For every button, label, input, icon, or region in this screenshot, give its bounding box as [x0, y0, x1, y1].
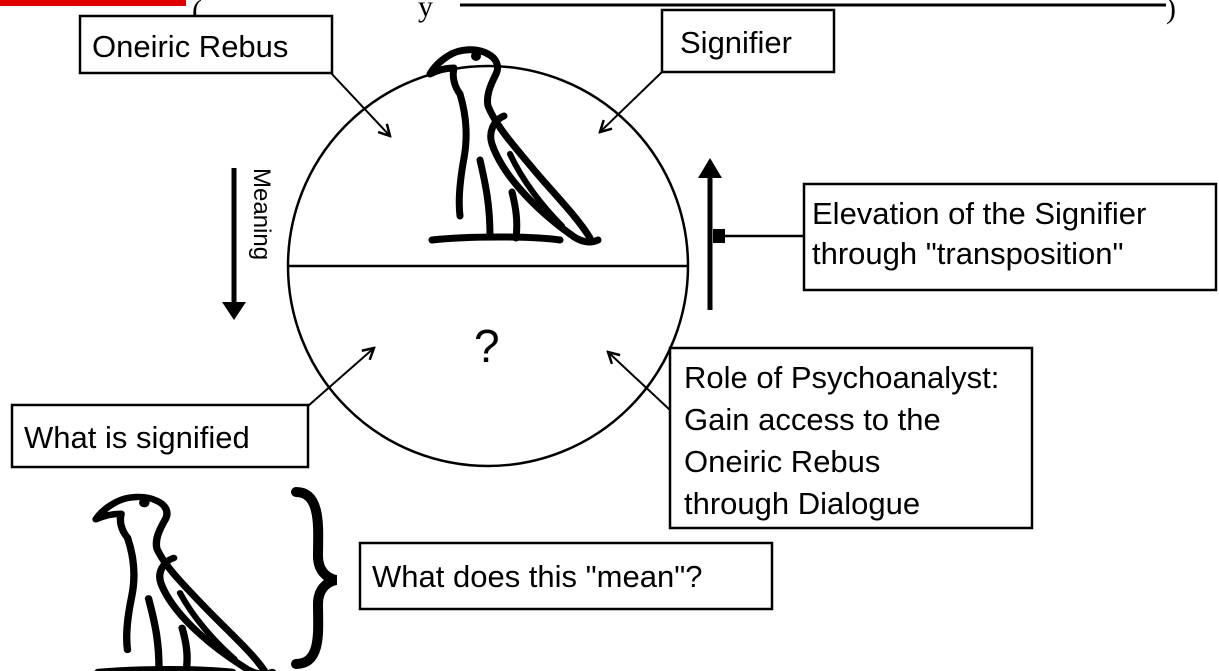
meaning-indicator: Meaning [222, 168, 275, 320]
svg-text:What is signified: What is signified [24, 420, 250, 455]
svg-text:Meaning: Meaning [248, 168, 275, 260]
what-does-this-mean-label: What does this "mean"? [358, 541, 774, 611]
signifier-label: Signifier [660, 8, 836, 74]
left-paren: ( [192, 0, 202, 27]
oneiric-rebus-arrow [329, 71, 390, 136]
svg-text:Oneiric Rebus: Oneiric Rebus [684, 444, 880, 479]
egyptian-vulture-hieroglyph-icon [96, 497, 272, 671]
header-fragment: ( y ) [0, 0, 1176, 27]
svg-text:Role of Psychoanalyst:: Role of Psychoanalyst: [684, 360, 999, 395]
red-accent-bar [0, 0, 186, 6]
rebus-circle: ? [286, 50, 690, 468]
svg-text:Gain access to the: Gain access to the [684, 402, 941, 437]
svg-text:Elevation of the Signifier: Elevation of the Signifier [812, 196, 1146, 231]
svg-text:Oneiric Rebus: Oneiric Rebus [92, 29, 288, 64]
svg-text:What does this "mean"?: What does this "mean"? [372, 559, 702, 594]
partial-letter: y [418, 0, 433, 23]
what-is-signified-arrow [307, 348, 374, 407]
oneiric-rebus-label: Oneiric Rebus [78, 14, 334, 75]
svg-text:Signifier: Signifier [680, 25, 792, 60]
elevation-of-signifier-label: Elevation of the Signifier through "tran… [802, 182, 1218, 292]
svg-text:through Dialogue: through Dialogue [684, 486, 920, 521]
what-is-signified-label: What is signified [10, 403, 310, 469]
signifier-arrow [600, 71, 663, 132]
right-paren: ) [1166, 0, 1176, 25]
role-arrow [608, 352, 671, 411]
svg-text:through "transposition": through "transposition" [812, 236, 1124, 271]
curly-brace [291, 487, 338, 669]
question-mark: ? [474, 320, 500, 372]
role-of-psychoanalyst-label: Role of Psychoanalyst: Gain access to th… [668, 346, 1034, 530]
elevation-indicator [698, 158, 804, 310]
